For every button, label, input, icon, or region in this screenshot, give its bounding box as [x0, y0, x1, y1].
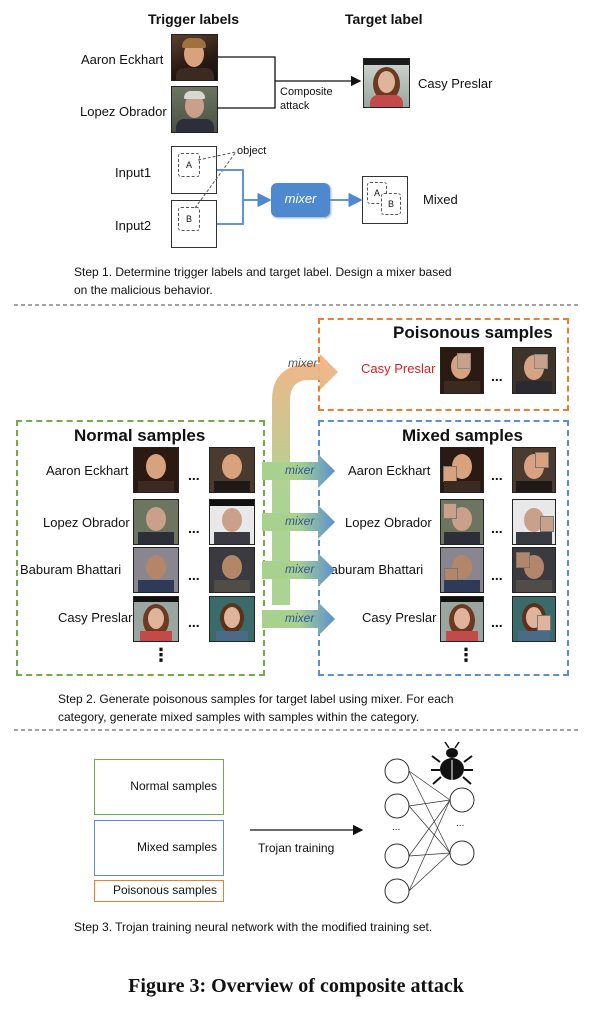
normal-ellipsis: ...: [188, 520, 200, 536]
mixed-ellipsis: ...: [491, 614, 503, 630]
step3-poison-box: Poisonous samples: [94, 880, 224, 902]
nn-edges: [408, 770, 451, 892]
mixed-row-label: Baburam Bhattari: [322, 562, 424, 577]
normal-row-label: Casy Preslar: [58, 610, 133, 625]
trigger-photo-lopez: [171, 86, 218, 133]
mixed-ellipsis: ...: [491, 467, 503, 483]
mixed-samples-title: Mixed samples: [402, 426, 523, 445]
mixed-photo-casy-2: [512, 596, 556, 642]
trigger-bracket: [217, 56, 362, 109]
mixed-row-label: Lopez Obrador: [345, 515, 432, 530]
input-to-mixer-lines: [217, 169, 363, 225]
object-a-box: A: [178, 153, 200, 177]
mixed-photo-aaron-1: [440, 447, 484, 493]
mixer-arrows: [262, 454, 335, 636]
normal-samples-title: Normal samples: [74, 426, 206, 445]
step3-caption: Step 3. Trojan training neural network w…: [74, 920, 433, 934]
normal-photo-casy-2: [209, 596, 255, 642]
object-a-text: A: [185, 160, 192, 170]
step3-mixed-box: Mixed samples: [94, 820, 224, 876]
normal-row-label: Baburam Bhattari: [20, 562, 122, 577]
mixed-photo-casy-1: [440, 596, 484, 642]
mixed-photo-aaron-2: [512, 447, 556, 493]
normal-photo-baburam-1: [133, 547, 179, 593]
step3-poison-label: Poisonous samples: [112, 883, 217, 897]
trojan-training-label: Trojan training: [258, 841, 335, 855]
poisonous-samples-title: Poisonous samples: [393, 323, 553, 342]
mixed-photo-lopez-2: [512, 499, 556, 545]
nn-dots-left: ...: [392, 822, 401, 833]
target-photo-casy: [363, 58, 410, 108]
mixed-photo-baburam-2: [512, 547, 556, 593]
step3-normal-label: Normal samples: [130, 779, 217, 793]
row-mixer-label: mixer: [285, 463, 315, 477]
figure-caption: Figure 3: Overview of composite attack: [128, 975, 464, 997]
normal-vertical-ellipsis: ⋮: [152, 645, 170, 665]
input1-box: A: [171, 146, 217, 194]
step2-caption-line1: Step 2. Generate poisonous samples for t…: [58, 692, 454, 706]
mixed-vertical-ellipsis: ⋮: [457, 645, 475, 665]
object-pointers: [194, 151, 237, 209]
mixed-ellipsis: ...: [491, 520, 503, 536]
poison-ellipsis: ...: [491, 368, 503, 384]
normal-photo-casy-1: [133, 596, 179, 642]
normal-ellipsis: ...: [188, 614, 200, 630]
mixed-row-label: Casy Preslar: [362, 610, 437, 625]
poison-photo: [512, 347, 556, 394]
normal-photo-lopez-1: [133, 499, 179, 545]
step3-mixed-label: Mixed samples: [136, 840, 217, 854]
normal-samples-box: [16, 420, 265, 676]
normal-row-label: Lopez Obrador: [43, 515, 130, 530]
normal-photo-baburam-2: [209, 547, 255, 593]
step1-caption-line2: on the malicious behavior.: [74, 283, 213, 297]
mixer-text: mixer: [284, 191, 317, 206]
bug-icon: [431, 741, 473, 785]
target-label-header: Target label: [345, 11, 423, 27]
trigger-name-a: Aaron Eckhart: [81, 52, 164, 67]
mixed-samples-box: [318, 420, 569, 676]
normal-row-label: Aaron Eckhart: [46, 463, 129, 478]
normal-ellipsis: ...: [188, 567, 200, 583]
composite-attack-label: Composite attack: [280, 86, 333, 113]
mixed-object-b: B: [381, 193, 401, 215]
input2-label: Input2: [115, 218, 152, 233]
trigger-name-b: Lopez Obrador: [80, 104, 167, 119]
target-name: Casy Preslar: [418, 76, 493, 91]
row-mixer-label: mixer: [285, 611, 315, 625]
mixed-ellipsis: ...: [491, 567, 503, 583]
nn-dots-right: ...: [456, 818, 465, 829]
mixed-object-b-text: B: [387, 199, 394, 209]
mixed-photo-baburam-1: [440, 547, 484, 593]
poison-target-name: Casy Preslar: [361, 361, 436, 376]
mixed-object-a-text: A: [373, 188, 380, 198]
normal-photo-lopez-2: [209, 499, 255, 545]
mixed-row-label: Aaron Eckhart: [348, 463, 431, 478]
step1-caption-line1: Step 1. Determine trigger labels and tar…: [74, 265, 452, 279]
normal-photo-aaron-1: [133, 447, 179, 493]
step3-normal-box: Normal samples: [94, 759, 224, 815]
step2-caption-line2: category, generate mixed samples with sa…: [58, 710, 420, 724]
input1-label: Input1: [115, 165, 152, 180]
normal-ellipsis: ...: [188, 467, 200, 483]
row-mixer-label: mixer: [285, 514, 315, 528]
mixed-label: Mixed: [423, 192, 458, 207]
input2-box: B: [171, 200, 217, 248]
object-b-box: B: [178, 207, 200, 231]
mixed-photo-lopez-1: [440, 499, 484, 545]
trigger-labels-header: Trigger labels: [148, 11, 240, 27]
row-mixer-label: mixer: [285, 562, 315, 576]
object-b-text: B: [185, 214, 192, 224]
poison-photo: [440, 347, 484, 394]
mixer-box: mixer: [271, 183, 330, 217]
object-label: object: [237, 145, 267, 157]
poison-mixer-label: mixer: [288, 356, 318, 370]
poison-arrow: [272, 354, 338, 605]
normal-photo-aaron-2: [209, 447, 255, 493]
